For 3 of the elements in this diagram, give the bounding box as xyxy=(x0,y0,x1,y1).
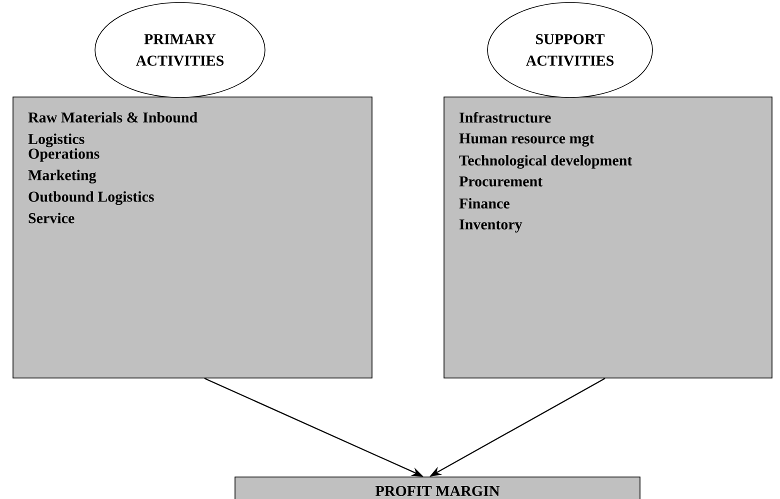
activity-box: Raw Materials & Inbound Logistics Operations Marketing Outbound Logistics Service xyxy=(12,96,372,378)
result-box: PROFIT MARGIN xyxy=(234,476,640,499)
activity-box: Infrastructure Human resource mgt Technological development Procurement Finance Inventory xyxy=(444,96,772,378)
